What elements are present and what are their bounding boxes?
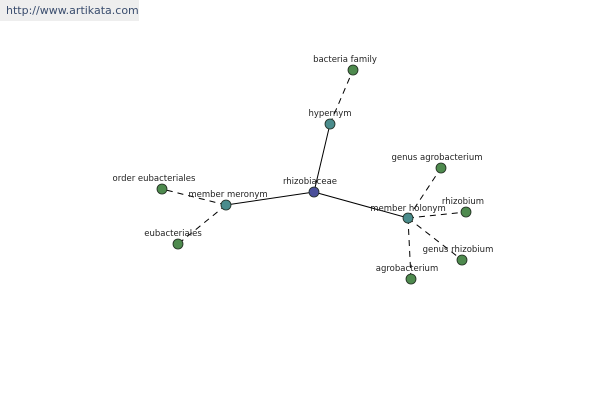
node-bacteria-family[interactable]: bacteria family [313, 55, 377, 76]
node-rhizobium[interactable]: rhizobium [442, 197, 484, 218]
node-dot-member-meronym[interactable] [220, 199, 232, 211]
node-label-member-meronym: member meronym [188, 190, 267, 200]
edge-rhizobiaceae-to-member-holonym [313, 191, 409, 219]
graph-edges [161, 69, 467, 280]
edge-rhizobiaceae-to-member-meronym [225, 191, 315, 206]
node-dot-genus-rhizobium[interactable] [456, 254, 468, 266]
node-genus-agrobacterium[interactable]: genus agrobacterium [391, 153, 483, 174]
node-label-rhizobium: rhizobium [442, 197, 484, 207]
node-dot-order-eubacteriales[interactable] [156, 183, 168, 195]
node-dot-rhizobium[interactable] [460, 206, 472, 218]
node-eubacteriales[interactable]: eubacteriales [144, 229, 202, 250]
watermark-url[interactable]: http://www.artikata.com [0, 0, 139, 21]
node-hypernym[interactable]: hypernym [308, 109, 352, 130]
node-dot-genus-agrobacterium[interactable] [435, 162, 447, 174]
graph-nodes: rhizobiaceae hypernym bacteria family membe… [113, 55, 494, 285]
node-label-eubacteriales: eubacteriales [144, 229, 202, 239]
node-rhizobiaceae[interactable]: rhizobiaceae [283, 177, 337, 198]
node-genus-rhizobium[interactable]: genus rhizobium [423, 245, 494, 266]
node-dot-agrobacterium[interactable] [405, 273, 417, 285]
node-label-genus-rhizobium: genus rhizobium [423, 245, 494, 255]
edge-rhizobiaceae-to-hypernym [313, 123, 331, 193]
node-label-hypernym: hypernym [308, 109, 351, 119]
edge-member-holonym-to-genus-rhizobium [407, 217, 463, 261]
node-dot-member-holonym[interactable] [402, 212, 414, 224]
node-order-eubacteriales[interactable]: order eubacteriales [113, 174, 196, 195]
node-label-member-holonym: member holonym [370, 204, 445, 214]
node-label-rhizobiaceae: rhizobiaceae [283, 177, 337, 187]
node-agrobacterium[interactable]: agrobacterium [376, 264, 438, 285]
node-dot-bacteria-family[interactable] [347, 64, 359, 76]
node-label-bacteria-family: bacteria family [313, 55, 377, 65]
edge-hypernym-to-bacteria-family [329, 69, 354, 125]
node-member-meronym[interactable]: member meronym [188, 190, 268, 211]
node-label-order-eubacteriales: order eubacteriales [113, 174, 196, 184]
edge-member-holonym-to-rhizobium [407, 211, 467, 219]
edge-member-holonym-to-genus-agrobacterium [407, 167, 442, 219]
node-dot-eubacteriales[interactable] [172, 238, 184, 250]
node-dot-rhizobiaceae[interactable] [308, 186, 320, 198]
node-label-agrobacterium: agrobacterium [376, 264, 438, 274]
node-member-holonym[interactable]: member holonym [370, 204, 446, 224]
node-label-genus-agrobacterium: genus agrobacterium [391, 153, 482, 163]
node-dot-hypernym[interactable] [324, 118, 336, 130]
